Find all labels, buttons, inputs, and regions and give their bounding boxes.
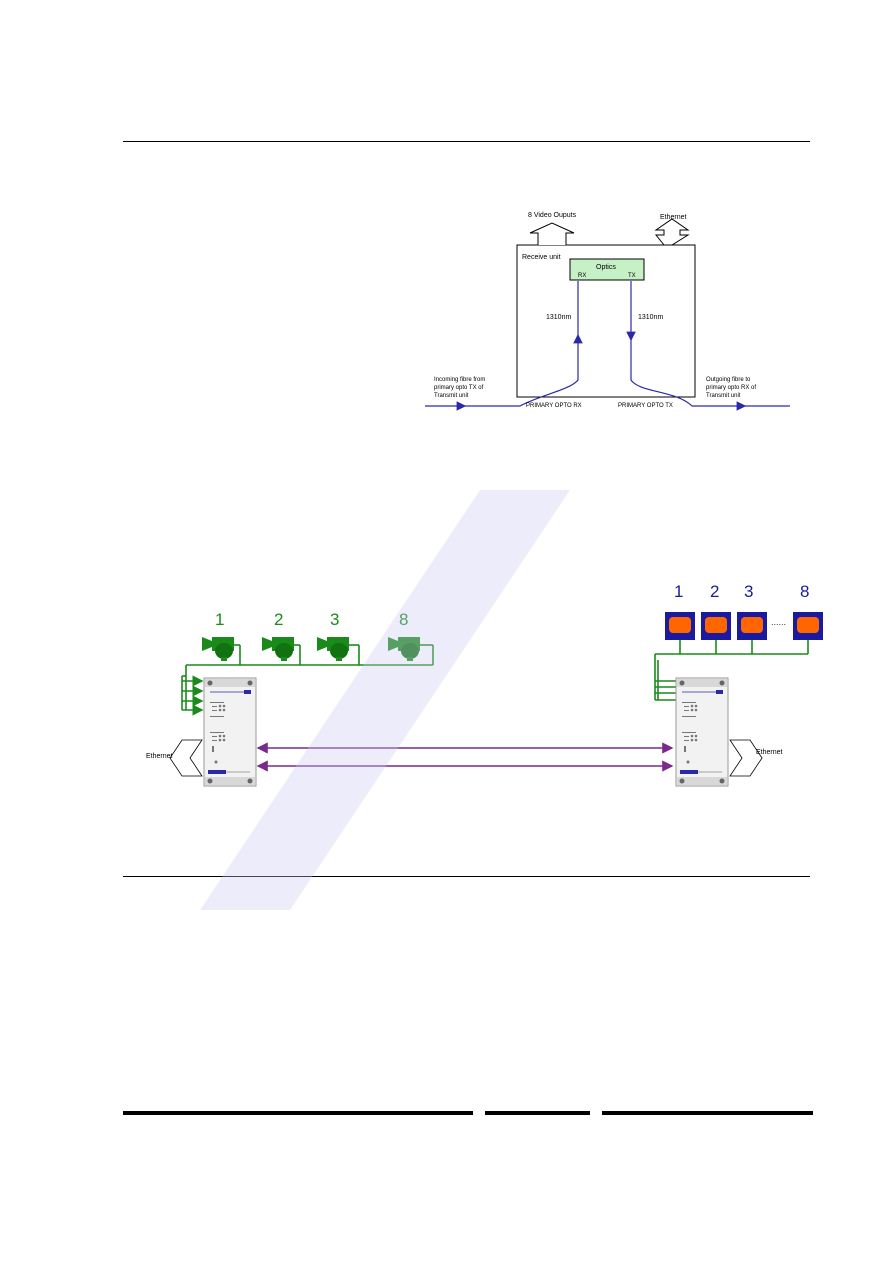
monitor-icon (701, 612, 731, 640)
monitor-number-1: 1 (674, 582, 683, 601)
camera-number-2: 2 (274, 610, 283, 629)
wavelength-left: 1310nm (546, 314, 571, 321)
optics-label: Optics (596, 264, 616, 271)
receive-unit (675, 677, 729, 787)
tx-label: TX (628, 273, 636, 279)
monitor-icon (793, 612, 823, 640)
ethernet-right-label: Ethernet (756, 749, 783, 756)
camera-bus-wiring (181, 644, 434, 710)
optics-box (569, 258, 645, 281)
monitor-number-8: 8 (800, 582, 809, 601)
camera-icon (388, 637, 420, 661)
camera-number-8: 8 (399, 610, 408, 629)
system-link-diagram: 1 2 3 8 1 2 3 8 ...... (146, 582, 823, 787)
monitor-icon (737, 612, 767, 640)
footer-bar-right (602, 1111, 813, 1115)
rx-label: RX (578, 273, 586, 279)
camera-number-1: 1 (215, 610, 224, 629)
camera-icon (262, 637, 294, 661)
receive-unit-diagram: 8 Video Ouputs Ethernet Receive unit Opt… (425, 212, 790, 411)
incoming-fibre-line-1: Incoming fibre from (434, 377, 485, 383)
footer-bar-left (123, 1111, 473, 1115)
camera-number-3: 3 (330, 610, 339, 629)
top-rule (123, 141, 810, 142)
incoming-fibre-line-2: primary opto TX of (434, 385, 484, 391)
ethernet-left-arrow (169, 739, 203, 777)
video-outputs-label: 8 Video Ouputs (528, 212, 577, 219)
outgoing-fibre-line-1: Outgoing fibre to (706, 377, 751, 383)
transmit-unit (203, 677, 257, 787)
receive-unit-box (516, 244, 696, 398)
camera-input-arrows (182, 675, 204, 716)
incoming-fibre-line-3: Transmit unit (434, 393, 469, 399)
monitor-ellipsis: ...... (771, 617, 786, 627)
ethernet-double-arrow (654, 218, 690, 246)
monitor-bus-wiring (654, 640, 809, 701)
monitor-icon (665, 612, 695, 640)
camera-icon (202, 637, 234, 661)
outgoing-fibre-line-2: primary opto RX of (706, 385, 756, 391)
outgoing-fibre-path (630, 340, 747, 411)
footer-bar-middle (485, 1111, 590, 1115)
monitor-number-3: 3 (744, 582, 753, 601)
ethernet-label: Ethernet (660, 214, 687, 221)
outgoing-fibre-line-3: Transmit unit (706, 393, 741, 399)
wavelength-right: 1310nm (638, 314, 663, 321)
ethernet-right-arrow (729, 739, 763, 777)
receive-unit-label: Receive unit (522, 254, 561, 261)
incoming-fibre-path (465, 333, 583, 407)
camera-icon (317, 637, 349, 661)
bottom-rule (123, 876, 810, 877)
monitor-number-2: 2 (710, 582, 719, 601)
primary-opto-rx-label: PRIMARY OPTO RX (526, 403, 582, 409)
primary-opto-tx-label: PRIMARY OPTO TX (618, 403, 673, 409)
ethernet-left-label: Ethernet (146, 753, 173, 760)
video-outputs-arrow (529, 222, 575, 245)
